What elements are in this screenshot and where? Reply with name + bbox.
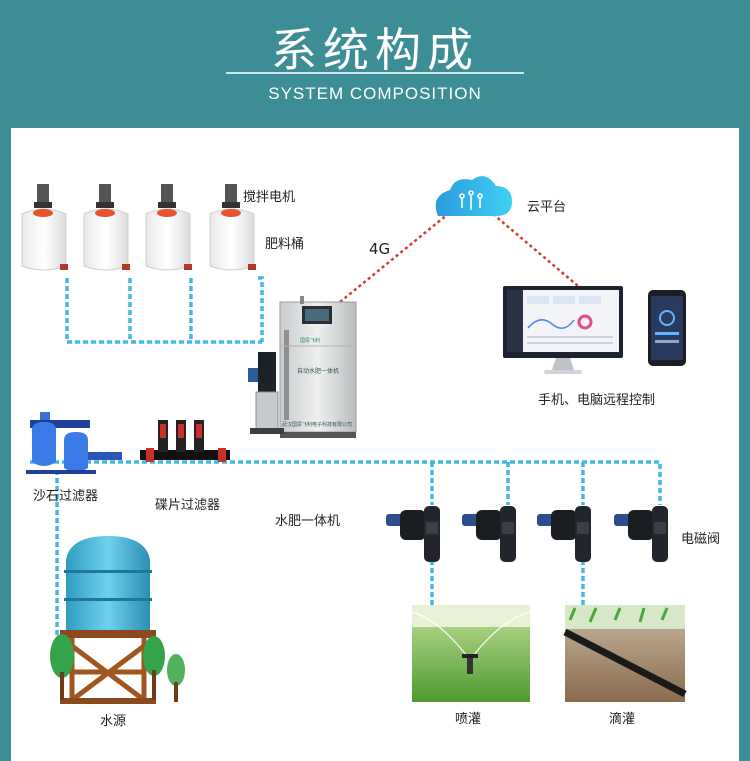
cabinet-name-label: 自动水肥一体机 <box>297 368 340 375</box>
title-divider <box>226 72 524 74</box>
water-tower <box>60 536 156 704</box>
phone-icon <box>648 290 686 366</box>
remote-control-label: 手机、电脑远程控制 <box>538 393 656 408</box>
page-subtitle: SYSTEM COMPOSITION <box>268 84 482 103</box>
tree-icons <box>50 634 185 702</box>
fertilizer-tanks <box>21 184 256 271</box>
fertilizer-tank-label: 肥料桶 <box>265 237 305 252</box>
drip-label: 滴灌 <box>609 712 636 727</box>
sprinkler-label: 喷灌 <box>455 712 482 727</box>
integrated-machine-cabinet <box>279 296 357 438</box>
signal-lines <box>339 213 579 303</box>
cabinet-brand-label: 国思飞利 <box>300 338 321 344</box>
disc-filter <box>140 420 230 462</box>
pump <box>248 352 284 434</box>
sprinkler-photo <box>411 605 531 702</box>
solenoid-valves <box>386 506 668 562</box>
page-title: 系统构成 <box>271 23 479 77</box>
disc-filter-label: 碟片过滤器 <box>155 498 221 513</box>
water-source-label: 水源 <box>100 714 127 729</box>
solenoid-valve-label: 电磁阀 <box>681 532 721 547</box>
cabinet-company-label: 武汉国思飞利电子科技有限公司 <box>282 422 353 428</box>
monitor-icon <box>503 286 623 374</box>
signal-4g-label: 4G <box>369 240 391 258</box>
sand-filter-label: 沙石过滤器 <box>33 489 99 504</box>
drip-photo <box>563 605 687 702</box>
sand-filter <box>26 412 122 474</box>
cloud-platform-label: 云平台 <box>527 200 567 215</box>
water-pipe-lines <box>30 276 662 640</box>
stirring-motor-label: 搅拌电机 <box>243 190 296 205</box>
cloud-icon <box>435 176 512 216</box>
integrated-machine-label: 水肥一体机 <box>275 514 341 529</box>
